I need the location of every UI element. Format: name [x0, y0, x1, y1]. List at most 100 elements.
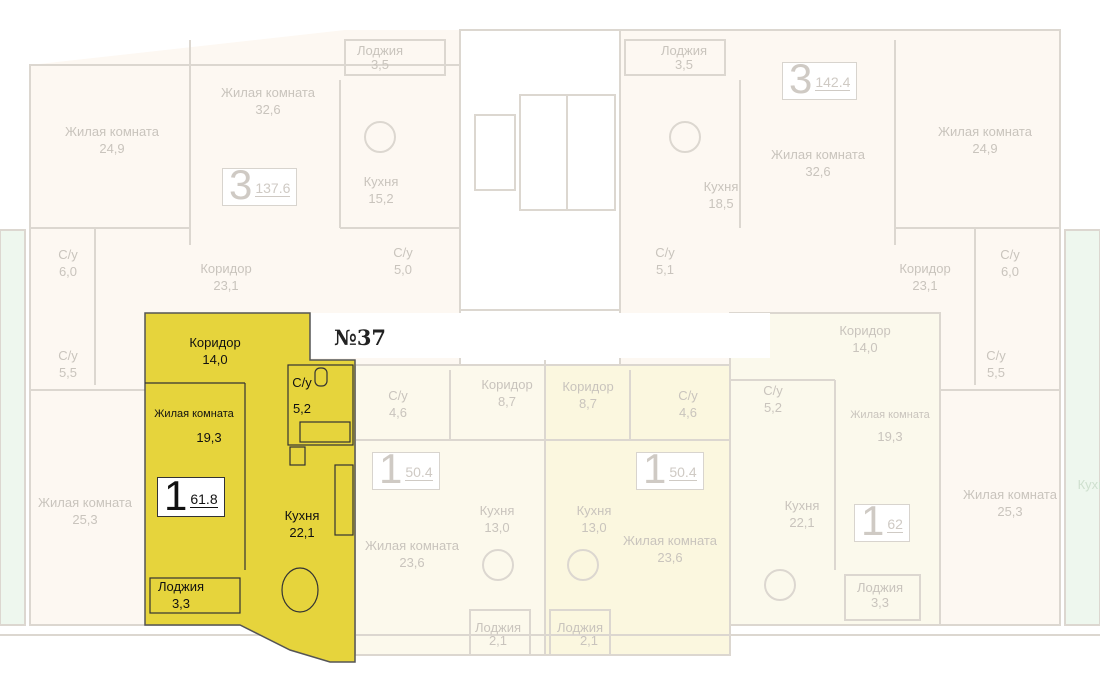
loggia-mid-a	[469, 609, 531, 656]
rooms-count: 1	[379, 445, 403, 492]
room-area: 6,0	[58, 264, 78, 279]
room-name: С/у	[58, 348, 78, 363]
neighbor-section-right	[1064, 229, 1100, 626]
room-name: С/у	[1000, 247, 1020, 262]
room-name: С/у	[763, 383, 783, 398]
room-name: Жилая комната	[38, 495, 132, 510]
room-area: 25,3	[997, 504, 1023, 519]
room-area: 32,6	[805, 164, 831, 179]
room-area: 23,1	[912, 278, 938, 293]
room-name: Коридор	[189, 335, 241, 350]
apartment-area: 50.4	[669, 464, 697, 481]
rooms-count: 1	[861, 497, 885, 544]
room-name: Жилая комната	[963, 487, 1057, 502]
neighbor-room-label[interactable]: Кухня	[1078, 476, 1100, 493]
room-label[interactable]: Жилая комната 32,6	[771, 146, 865, 180]
room-name: Коридор	[899, 261, 951, 276]
room-area: 3,5	[674, 57, 694, 72]
room-name: С/у	[678, 388, 698, 403]
room-area: 5,1	[655, 262, 675, 277]
room-label[interactable]: Коридор 8,7	[481, 376, 532, 410]
room-area: 15,2	[368, 191, 394, 206]
room-name: Коридор	[562, 379, 614, 394]
room-name: Коридор	[839, 323, 891, 338]
rooms-count: 1	[164, 472, 188, 519]
apartment-1-50-4-b	[544, 364, 731, 656]
room-label[interactable]: Коридор 23,1	[899, 260, 950, 294]
room-area: 13,0	[581, 520, 607, 535]
room-area: 23,1	[213, 278, 239, 293]
room-name: Жилая комната	[65, 124, 159, 139]
apartment-area: 142.4	[815, 74, 851, 91]
room-name: Кухня	[363, 174, 399, 189]
loggia-mid-b	[549, 609, 611, 656]
room-area: 5,0	[393, 262, 413, 277]
floor-corridor	[310, 313, 770, 358]
room-label[interactable]: Кухня 15,2	[364, 173, 399, 207]
rooms-count: 3	[229, 161, 253, 208]
room-area: 5,2	[763, 400, 783, 415]
loggia-right	[624, 39, 726, 76]
room-label[interactable]: С/у 5,2	[763, 382, 783, 416]
apartment-area: 62	[887, 516, 903, 533]
rooms-count: 1	[643, 445, 667, 492]
room-label[interactable]: С/у 5,1	[655, 244, 675, 278]
room-name: Жилая комната	[623, 533, 717, 548]
room-label[interactable]: Кухня 13,0	[577, 502, 612, 536]
room-label[interactable]: Жилая комната 23,6	[365, 537, 459, 571]
room-area: 22,1	[289, 525, 315, 540]
room-area: 23,6	[399, 555, 425, 570]
room-label[interactable]: С/у 5,5	[986, 347, 1006, 381]
room-name: Жилая комната	[771, 147, 865, 162]
room-area: 5,5	[986, 365, 1006, 380]
room-name: Жилая комната	[365, 538, 459, 553]
room-area: 2,1	[488, 633, 508, 648]
room-area: 8,7	[497, 394, 517, 409]
room-label[interactable]: Жилая комната 25,3	[38, 494, 132, 528]
room-name: Жилая комната	[850, 409, 930, 421]
room-area: 22,1	[789, 515, 815, 530]
room-name: Коридор	[481, 377, 533, 392]
room-area: 4,6	[388, 405, 408, 420]
room-area: 25,3	[72, 512, 98, 527]
room-name: С/у	[986, 348, 1006, 363]
loggia-left	[344, 39, 446, 76]
room-area: 24,9	[972, 141, 998, 156]
room-name: Кухня	[576, 503, 612, 518]
room-name: С/у	[655, 245, 675, 260]
room-label[interactable]: Жилая комната 25,3	[963, 486, 1057, 520]
